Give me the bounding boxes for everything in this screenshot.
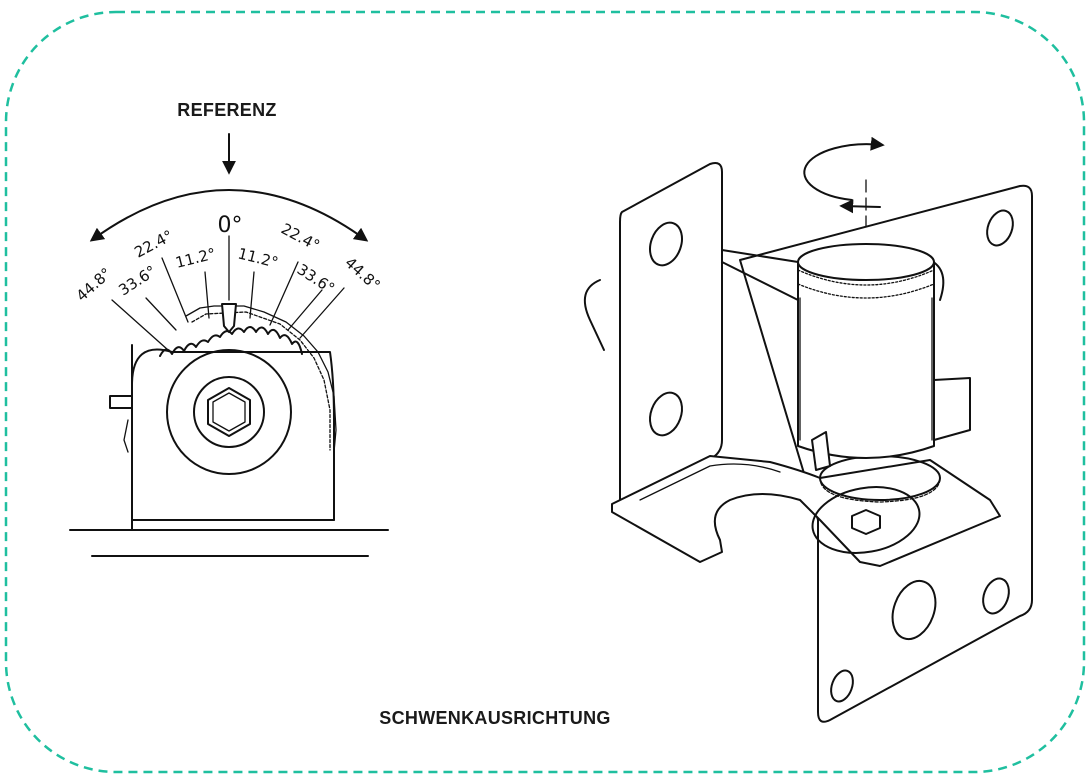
hinge-front-view <box>69 303 389 557</box>
left-11-label: 11.2° <box>174 245 218 272</box>
bracket-isometric <box>583 136 1033 723</box>
swivel-range-arc <box>89 189 369 242</box>
right-22-label: 22.4° <box>278 220 323 255</box>
reference-label: REFERENZ <box>177 100 276 120</box>
zero-degree-label: 0° <box>218 213 243 238</box>
right-11-label: 11.2° <box>236 244 280 271</box>
left-33-label: 33.6° <box>115 262 159 299</box>
right-33-label: 33.6° <box>294 260 338 297</box>
swivel-orientation-label: SCHWENKAUSRICHTUNG <box>379 708 610 728</box>
right-44-label: 44.8° <box>341 254 383 295</box>
angle-scale: 0° 11.2° 22.4° 33.6° 44.8° 11.2° 22.4° 3… <box>73 213 384 305</box>
dashed-frame <box>4 10 1086 774</box>
left-44-label: 44.8° <box>73 264 115 305</box>
left-22-label: 22.4° <box>131 226 176 261</box>
angle-leader-lines <box>111 235 345 351</box>
